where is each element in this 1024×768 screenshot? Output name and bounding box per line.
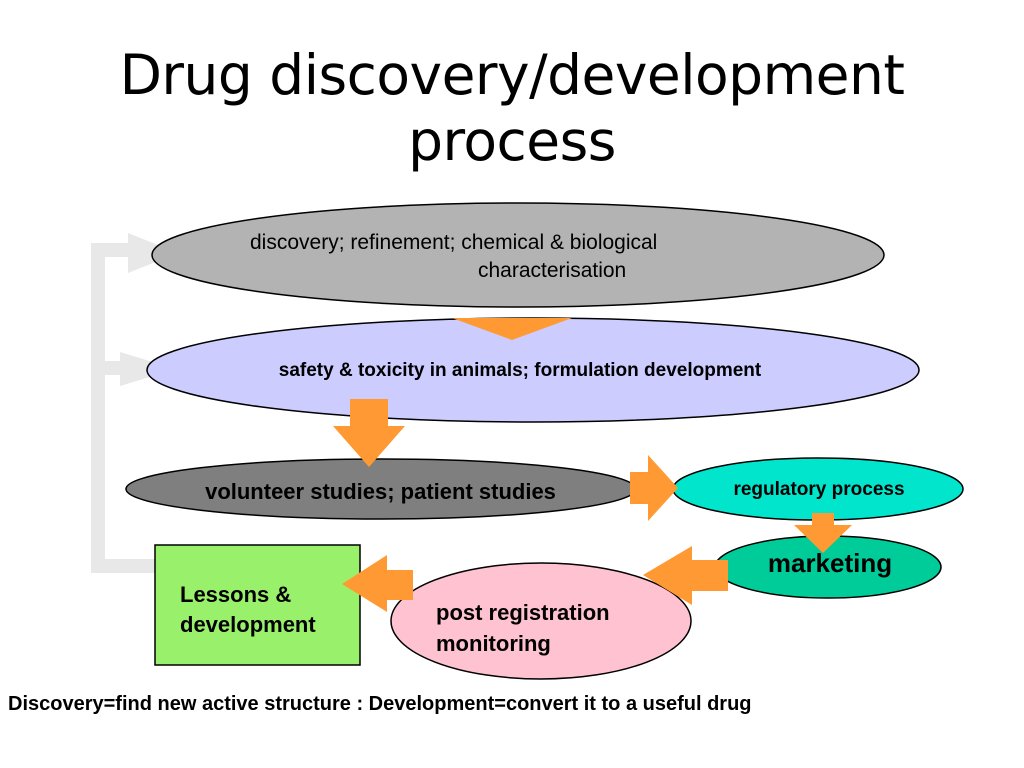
footnote: Discovery=find new active structure : De… <box>8 693 752 715</box>
title-line-2: process <box>408 109 616 173</box>
arrow-post-to-lessons <box>342 555 413 612</box>
discovery-ellipse <box>151 202 885 308</box>
lessons-label-line-2: development <box>180 612 316 637</box>
arrow-safety-to-volunteer <box>333 399 405 467</box>
post-registration-label: post registration monitoring <box>436 597 686 659</box>
feedback-line <box>91 243 156 573</box>
safety-label: safety & toxicity in animals; formulatio… <box>278 360 762 381</box>
post-registration-ellipse <box>390 562 692 680</box>
arrow-discovery-to-safety <box>452 318 572 340</box>
marketing-label: marketing <box>767 548 893 578</box>
feedback-loop <box>91 233 178 573</box>
discovery-label-line-2: characterisation <box>478 259 627 282</box>
post-registration-label-line-1: post registration <box>436 600 610 625</box>
flow-arrows <box>333 318 852 612</box>
arrow-regulatory-to-marketing <box>794 513 852 553</box>
discovery-label-line-1: discovery; refinement; chemical & biolog… <box>250 231 658 254</box>
arrow-marketing-to-post <box>643 546 728 605</box>
lessons-label: Lessons & development <box>180 580 360 640</box>
volunteer-label: volunteer studies; patient studies <box>205 479 556 504</box>
title-line-1: Drug discovery/development <box>119 43 905 107</box>
discovery-label: discovery; refinement; chemical & biolog… <box>200 229 860 285</box>
arrow-volunteer-to-regulatory <box>630 455 678 521</box>
slide-title: Drug discovery/development process <box>0 42 1024 174</box>
regulatory-label: regulatory process <box>733 479 905 500</box>
post-registration-label-line-2: monitoring <box>436 631 551 656</box>
lessons-box <box>154 544 361 666</box>
lessons-label-line-1: Lessons & <box>180 582 292 607</box>
